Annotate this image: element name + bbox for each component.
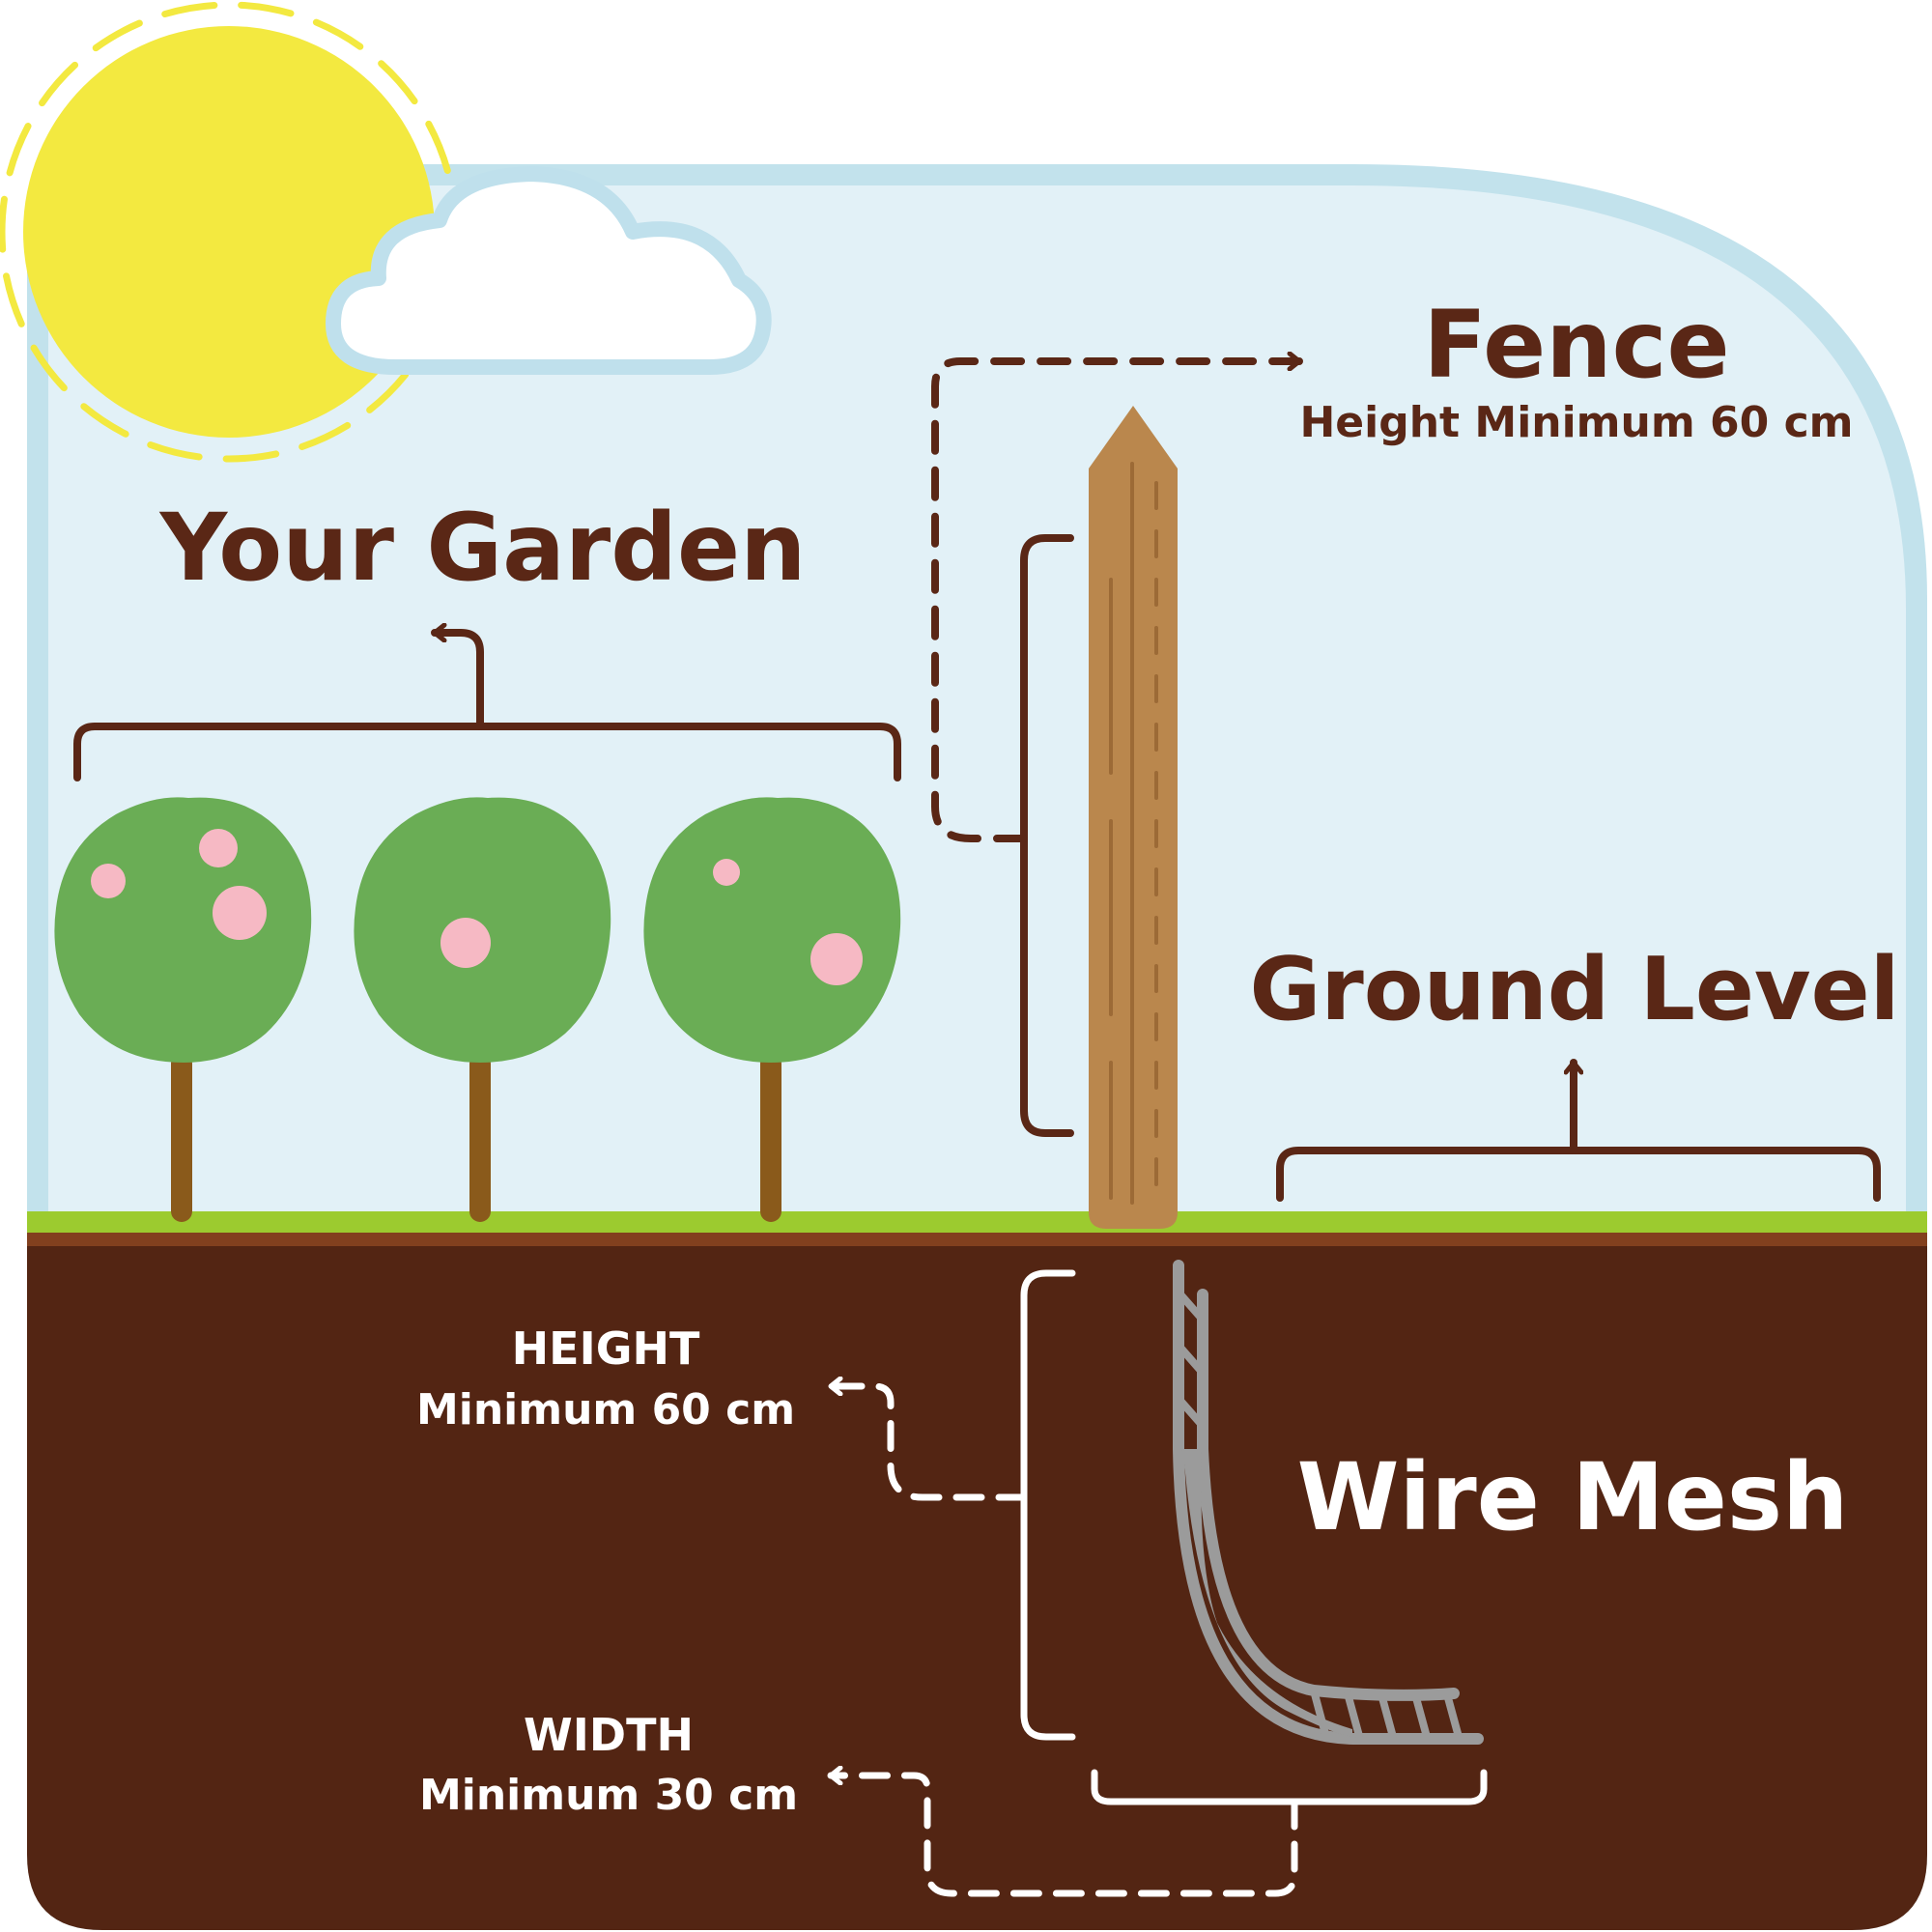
width-value: Minimum 30 cm — [419, 1771, 798, 1820]
soil — [27, 1246, 1927, 1930]
flower-icon — [713, 859, 863, 985]
cloud-icon — [326, 166, 772, 375]
garden-bracket — [73, 723, 901, 781]
width-arrow — [827, 1776, 1298, 1897]
height-arrow — [827, 1386, 1028, 1501]
flower-icon — [91, 829, 267, 940]
wire-mesh-icon — [1173, 1260, 1484, 1745]
grass-strip — [27, 1211, 1927, 1233]
width-title: WIDTH — [524, 1709, 694, 1761]
garden-arrow — [431, 633, 484, 730]
garden-title: Your Garden — [159, 494, 807, 602]
fence-arrow — [931, 361, 1303, 842]
ground — [27, 1211, 1927, 1930]
height-title: HEIGHT — [512, 1322, 700, 1375]
height-value: Minimum 60 cm — [416, 1385, 795, 1435]
topsoil-strip — [27, 1233, 1927, 1246]
flower-icon — [440, 918, 491, 968]
fence-subtitle: Height Minimum 60 cm — [1299, 398, 1853, 447]
height-bracket — [1020, 1269, 1076, 1741]
tree-icon — [643, 797, 901, 1222]
fence-post-icon — [1089, 406, 1178, 1229]
tree-icon — [54, 797, 312, 1222]
ground-level-title: Ground Level — [1250, 939, 1900, 1040]
tree-icon — [354, 797, 611, 1222]
ground-bracket — [1276, 1147, 1881, 1202]
wire-mesh-title: Wire Mesh — [1297, 1443, 1849, 1551]
width-bracket — [1091, 1769, 1488, 1805]
fence-title: Fence — [1423, 291, 1729, 399]
